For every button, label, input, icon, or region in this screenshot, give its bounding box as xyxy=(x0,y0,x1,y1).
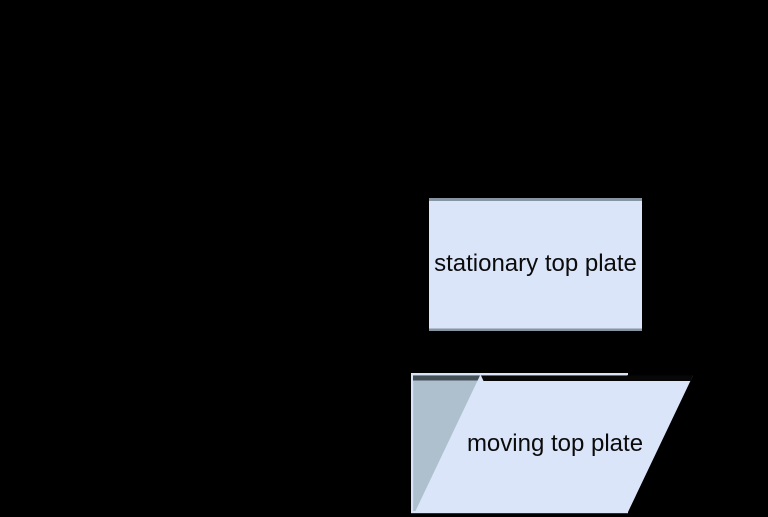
stationary-plate-top-edge xyxy=(429,198,642,201)
stationary-top-plate xyxy=(429,198,642,331)
moving-plate-ghost-outline-top xyxy=(411,373,628,376)
stationary-plate-bottom-edge xyxy=(429,328,642,331)
moving-plate-top-edge xyxy=(481,375,693,381)
moving-plate-body xyxy=(415,375,693,512)
moving-top-plate xyxy=(415,375,693,512)
moving-plate-ghost-outline-bottom xyxy=(411,511,628,514)
stationary-plate-body xyxy=(429,198,642,331)
moving-plate-ghost-outline-left xyxy=(411,373,414,513)
